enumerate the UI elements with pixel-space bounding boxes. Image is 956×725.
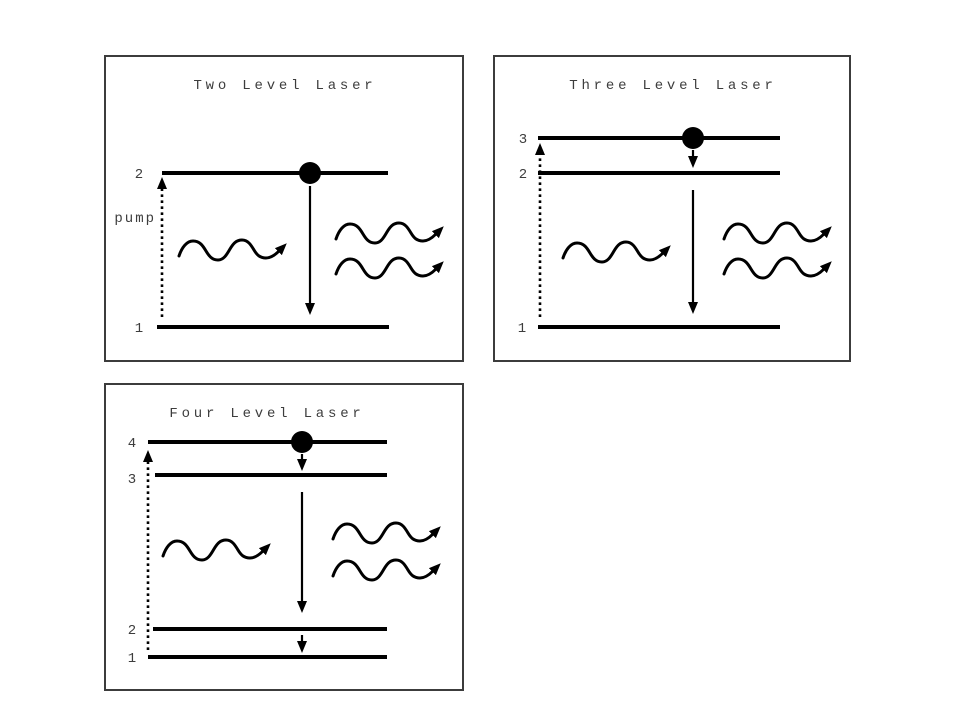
energy-level-1-label: 1: [518, 321, 526, 337]
energy-level-2-label: 2: [519, 167, 527, 183]
panel-title: Four Level Laser: [169, 406, 364, 422]
energy-level-4-label: 4: [128, 436, 136, 452]
excited-population-dot: [291, 431, 313, 453]
energy-level-1-label: 1: [128, 651, 136, 667]
panel-four-level-laser: Four Level Laser 4 3 2 1: [104, 383, 464, 691]
output-photon-wave-icon-1: [336, 223, 436, 243]
output-photon-wave-icon-2: [724, 258, 824, 278]
pump-label: pump: [114, 211, 156, 227]
output-photon-wave-icon-2: [333, 560, 433, 580]
input-photon-wave-icon: [563, 242, 663, 262]
input-photon-wave-icon: [163, 540, 263, 560]
energy-level-3-label: 3: [128, 472, 136, 488]
output-photon-wave-icon-1: [724, 223, 824, 243]
panel-three-level-laser: Three Level Laser 3 2 1: [493, 55, 851, 362]
panel-title: Two Level Laser: [193, 78, 376, 94]
output-photon-wave-icon-1: [333, 523, 433, 543]
energy-level-2-label: 2: [135, 167, 143, 183]
energy-level-1-label: 1: [135, 321, 143, 337]
excited-population-dot: [682, 127, 704, 149]
panel-two-level-laser: Two Level Laser 2 1 pump: [104, 55, 464, 362]
energy-level-2-label: 2: [128, 623, 136, 639]
input-photon-wave-icon: [179, 240, 279, 260]
energy-level-3-label: 3: [519, 132, 527, 148]
output-photon-wave-icon-2: [336, 258, 436, 278]
excited-population-dot: [299, 162, 321, 184]
panel-title: Three Level Laser: [569, 78, 776, 94]
